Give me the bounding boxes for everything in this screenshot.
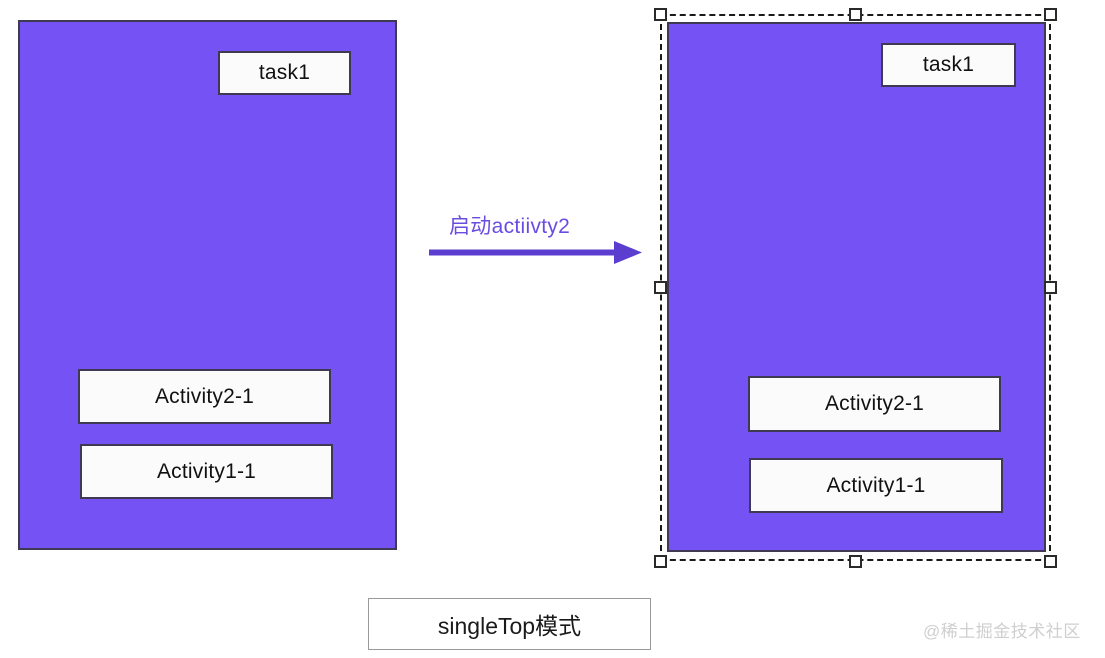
watermark: @稀土掘金技术社区 — [923, 622, 1081, 641]
task-title-box-right[interactable]: task1 — [881, 43, 1016, 87]
arrow-right-icon — [429, 241, 642, 264]
selection-handle-nw[interactable] — [654, 8, 667, 21]
selection-handle-s[interactable] — [849, 555, 862, 568]
activity-box-left-bottom[interactable]: Activity1-1 — [80, 444, 333, 499]
task-panel-left[interactable]: task1 Activity2-1 Activity1-1 — [18, 20, 397, 550]
diagram-caption: singleTop模式 — [368, 598, 651, 650]
selection-handle-ne[interactable] — [1044, 8, 1057, 21]
activity-box-right-top[interactable]: Activity2-1 — [748, 376, 1001, 432]
transition-label: 启动actiivty2 — [449, 215, 571, 238]
activity-box-right-bottom[interactable]: Activity1-1 — [749, 458, 1003, 513]
selection-handle-sw[interactable] — [654, 555, 667, 568]
selection-handle-n[interactable] — [849, 8, 862, 21]
activity-box-left-top[interactable]: Activity2-1 — [78, 369, 331, 424]
selection-handle-se[interactable] — [1044, 555, 1057, 568]
selection-handle-w[interactable] — [654, 281, 667, 294]
task-panel-right[interactable]: task1 Activity2-1 Activity1-1 — [667, 22, 1046, 552]
selection-handle-e[interactable] — [1044, 281, 1057, 294]
task-title-box-left[interactable]: task1 — [218, 51, 351, 95]
